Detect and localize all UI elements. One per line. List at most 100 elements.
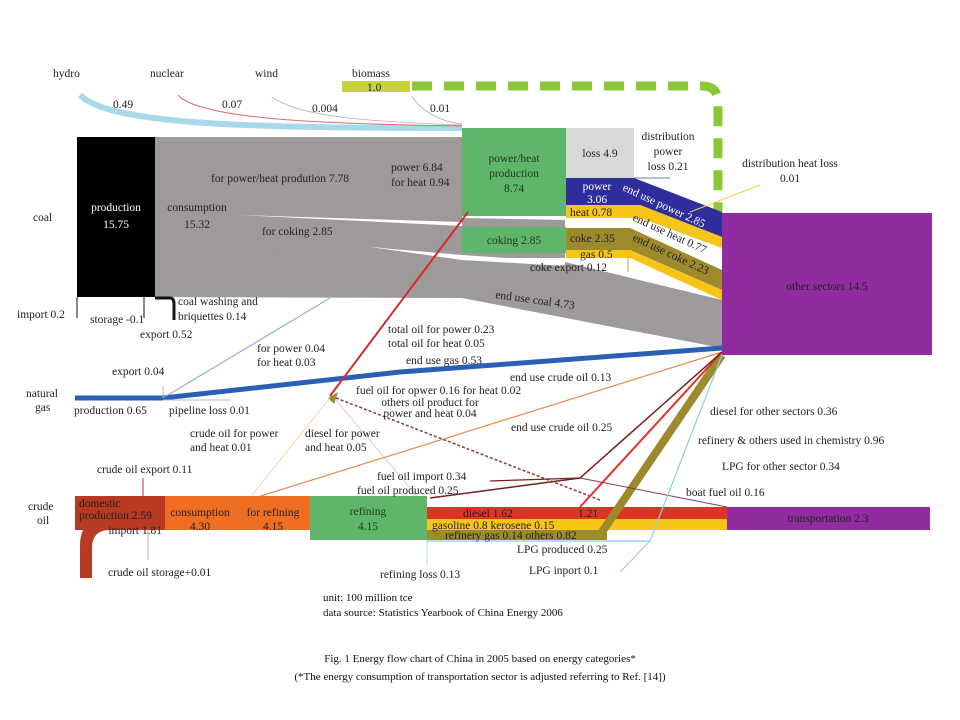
oil-arrow-head bbox=[328, 392, 338, 404]
wind-label: wind bbox=[255, 68, 278, 80]
total-oil-heat: total oil for heat 0.05 bbox=[388, 338, 485, 350]
source-label: data source: Statistics Yearbook of Chin… bbox=[323, 607, 563, 619]
refining-1: refining bbox=[350, 506, 387, 518]
coal-washing-1: coal washing and bbox=[178, 296, 258, 308]
diesel-transport: 1.21 bbox=[578, 508, 598, 520]
coking-label: coking 2.85 bbox=[487, 235, 542, 247]
figure-subtitle: (*The energy consumption of transportati… bbox=[294, 671, 666, 683]
gas-for-heat: for heat 0.03 bbox=[257, 357, 316, 369]
power-flow bbox=[566, 178, 722, 237]
gasoline-bar bbox=[427, 519, 727, 530]
coal-gap-2 bbox=[370, 247, 565, 266]
coking-gap bbox=[240, 215, 462, 226]
total-oil-power-line bbox=[329, 211, 469, 397]
wind-value: 0.004 bbox=[312, 103, 338, 115]
crude-power-line bbox=[247, 397, 331, 501]
coking-box bbox=[462, 227, 566, 253]
diesel-bar bbox=[427, 507, 727, 519]
crude-export: crude oil export 0.11 bbox=[97, 464, 193, 476]
coal-production-value: 15.75 bbox=[103, 219, 129, 231]
others-oil-dashed bbox=[335, 397, 601, 501]
dist-power-3: loss 0.21 bbox=[648, 161, 689, 173]
diesel-power-line bbox=[335, 399, 421, 501]
end-use-gas: end use gas 0.53 bbox=[406, 355, 482, 367]
coal-import: import 0.2 bbox=[17, 309, 65, 321]
row-label-gas-1: natural bbox=[26, 388, 58, 400]
dist-heat-loss-line bbox=[689, 184, 761, 213]
other-sectors-box bbox=[722, 213, 932, 355]
crude-consumption-box bbox=[165, 496, 310, 530]
crude-import-flow bbox=[80, 516, 165, 578]
gas-pipeline-loss: pipeline loss 0.01 bbox=[169, 405, 250, 417]
biomass-value: 1.0 bbox=[367, 82, 382, 94]
refinery-chem: refinery & others used in chemistry 0.96 bbox=[698, 435, 884, 447]
crude-consumption-2: 4.30 bbox=[190, 521, 210, 533]
coal-consumption-label: consumption bbox=[167, 202, 227, 214]
others-oil-1: others oil product for bbox=[381, 397, 479, 409]
fuel-oil-produced: fuel oil produced 0.25 bbox=[357, 485, 459, 497]
heat-label: heat 0.78 bbox=[570, 207, 612, 219]
boat-fuel: boat fuel oil 0.16 bbox=[686, 487, 765, 499]
gasoline-label: gasoline 0.8 kerosene 0.15 bbox=[432, 520, 555, 532]
fuel-oil-import-line bbox=[489, 477, 581, 482]
power-heat-label-2: production bbox=[489, 168, 539, 180]
diesel-power-2: and heat 0.05 bbox=[305, 442, 367, 454]
coal-production-box bbox=[77, 137, 155, 297]
coal-production-label: production bbox=[91, 202, 141, 214]
nuclear-label: nuclear bbox=[150, 68, 184, 80]
diesel-other: diesel for other sectors 0.36 bbox=[710, 406, 838, 418]
biomass-label: biomass bbox=[352, 68, 390, 80]
coal-for-heat: for heat 0.94 bbox=[391, 177, 450, 189]
diesel-power-1: diesel for power bbox=[305, 428, 380, 440]
power-heat-box bbox=[462, 128, 566, 216]
row-label-crude-1: crude bbox=[28, 501, 54, 513]
coke-label: coke 2.35 bbox=[570, 233, 615, 245]
coal-washing-2: briquettes 0.14 bbox=[178, 311, 247, 323]
crude-domestic-2: production 2.59 bbox=[79, 510, 152, 522]
boat-fuel-line bbox=[579, 477, 728, 508]
power-label-1: power bbox=[583, 181, 612, 193]
diesel-other-line bbox=[579, 351, 723, 508]
hydro-label: hydro bbox=[53, 68, 80, 80]
crude-power-1: crude oil for power bbox=[190, 428, 279, 440]
coal-upper-band bbox=[155, 137, 462, 260]
row-label-gas-2: gas bbox=[35, 402, 51, 414]
hydro-flow bbox=[77, 92, 463, 131]
biomass-bar bbox=[342, 81, 410, 92]
coal-for-coking: for coking 2.85 bbox=[262, 226, 333, 238]
biomass-power-flow bbox=[411, 95, 463, 125]
row-label-crude-2: oil bbox=[37, 515, 49, 527]
end-use-crude-025: end use crude oil 0.25 bbox=[511, 422, 612, 434]
coal-export: export 0.52 bbox=[140, 329, 193, 341]
lpg-other: LPG for other sector 0.34 bbox=[722, 461, 840, 473]
lpg-import-line bbox=[619, 540, 651, 573]
power-heat-value: 8.74 bbox=[504, 183, 524, 195]
gas-production: production 0.65 bbox=[74, 405, 147, 417]
loss-label: loss 4.9 bbox=[582, 148, 617, 160]
crude-domestic-1: domestic bbox=[79, 498, 121, 510]
lpg-import: LPG inport 0.1 bbox=[529, 565, 599, 577]
coke-export-label: coke export 0.12 bbox=[530, 262, 607, 274]
total-oil-power: total oil for power 0.23 bbox=[388, 324, 495, 336]
others-oil-2: power and heat 0.04 bbox=[383, 408, 476, 420]
for-refining-1: for refining bbox=[247, 507, 300, 519]
transportation-label: transportation 2.3 bbox=[787, 513, 868, 525]
dist-power-1: distribution bbox=[641, 131, 694, 143]
hydro-value: 0.49 bbox=[113, 99, 133, 111]
other-sectors-label: other sectors 14.5 bbox=[786, 281, 868, 293]
coal-power: power 6.84 bbox=[391, 162, 443, 174]
biomass-power-value: 0.01 bbox=[430, 103, 450, 115]
end-use-crude-013 bbox=[247, 351, 723, 501]
unit-label: unit: 100 million tce bbox=[323, 592, 413, 604]
fuel-oil-power-heat: fuel oil for opwer 0.16 for heat 0.02 bbox=[356, 385, 521, 397]
gas-export: export 0.04 bbox=[112, 366, 165, 378]
figure-title: Fig. 1 Energy flow chart of China in 200… bbox=[324, 653, 636, 665]
dist-heat-1: distribution heat loss bbox=[742, 158, 838, 170]
biomass-dashed-flow bbox=[412, 81, 723, 212]
diesel-label: diesel 1.62 bbox=[463, 508, 513, 520]
end-use-crude-013: end use crude oil 0.13 bbox=[510, 372, 611, 384]
gas-for-power: for power 0.04 bbox=[257, 343, 325, 355]
refinery-chem-flow bbox=[596, 352, 726, 538]
refining-2: 4.15 bbox=[358, 521, 378, 533]
